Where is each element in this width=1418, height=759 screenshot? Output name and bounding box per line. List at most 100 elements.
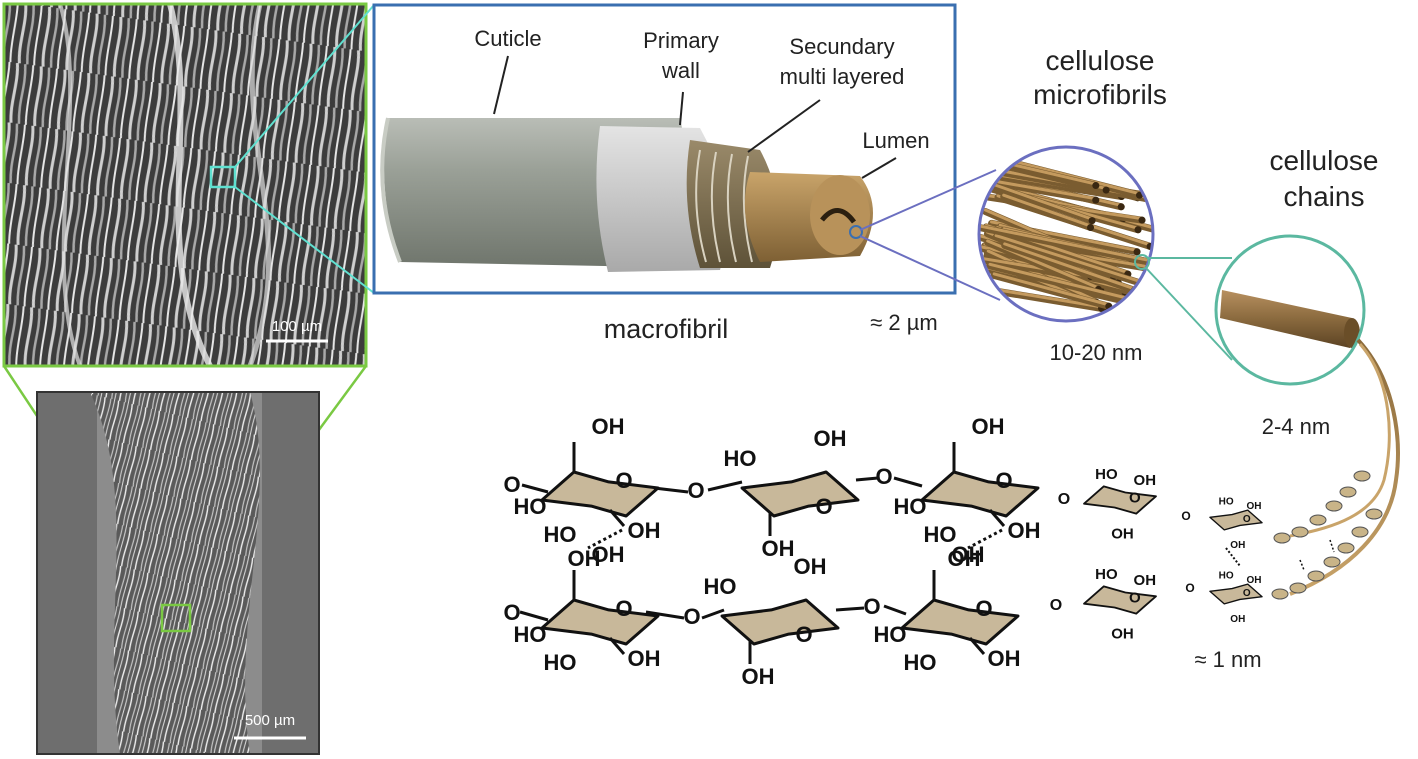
microfibril-rod-end — [1141, 281, 1149, 289]
atom-label: OH — [948, 546, 981, 571]
label-secondary-1: Secundary — [789, 34, 894, 59]
chains-size: 2-4 nm — [1262, 414, 1330, 439]
atom-label: HO — [1219, 571, 1234, 582]
macrofibril-panel: Cuticle Primary wall Secundary multi lay… — [372, 3, 957, 295]
atom-label: OH — [1230, 614, 1245, 625]
atom-label: O — [503, 472, 520, 497]
microfibril-rod-end — [1092, 196, 1100, 204]
atom-label: OH — [592, 542, 625, 567]
hydrogen-bond — [587, 528, 623, 550]
glucose-ring — [1083, 585, 1157, 615]
chain-tail — [1289, 338, 1400, 596]
label-cuticle: Cuticle — [474, 26, 541, 51]
atom-label: OH — [988, 646, 1021, 671]
atom-label: HO — [1095, 466, 1118, 483]
microfibril-rod-highlight — [999, 160, 1098, 186]
bond — [701, 608, 725, 620]
atom-label: O — [995, 468, 1012, 493]
microfibril-rod-end — [1149, 302, 1153, 310]
chain-bead — [1365, 508, 1383, 520]
atom-label: OH — [814, 426, 847, 451]
bond — [893, 476, 923, 488]
chain-bead — [1289, 582, 1307, 594]
atom-label: OH — [794, 554, 827, 579]
chain-rod — [1220, 290, 1352, 348]
atom-label: HO — [544, 650, 577, 675]
atom-label: HO — [1219, 497, 1234, 508]
chain-bead — [1271, 588, 1289, 600]
atom-label: OH — [1247, 501, 1262, 512]
leader-line — [679, 91, 684, 126]
sem-top-image — [4, 4, 366, 366]
microfibril-rod-end — [1125, 298, 1133, 306]
atom-label: OH — [762, 536, 795, 561]
connector-line — [234, 4, 375, 168]
leader-line — [493, 55, 509, 115]
bond — [653, 486, 689, 494]
microfibril-rod-highlight — [982, 179, 1094, 221]
chain-bead — [1351, 526, 1369, 538]
bond — [835, 606, 865, 612]
glucose-ring — [900, 598, 1020, 646]
atom-label: O — [1181, 509, 1190, 523]
chain-bead — [1323, 556, 1341, 568]
lumen-cavity — [820, 208, 857, 224]
atom-label: OH — [628, 646, 661, 671]
zoom-box-bottom — [160, 603, 192, 633]
chain-bead — [1273, 532, 1291, 544]
atom-label: OH — [1111, 625, 1134, 642]
atom-label: HO — [874, 622, 907, 647]
label-primary-wall-1: Primary — [643, 28, 719, 53]
atom-label: O — [1058, 491, 1070, 508]
chain-bead — [1353, 470, 1371, 482]
bond — [645, 610, 685, 620]
microfibril-rod-end — [1133, 248, 1141, 256]
atom-label: HO — [544, 522, 577, 547]
connector-line — [859, 235, 1001, 301]
bond — [707, 480, 743, 492]
microfibril-rod-end — [1138, 216, 1146, 224]
atom-label: HO — [704, 574, 737, 599]
microfibril-rod-end — [1102, 186, 1110, 194]
hydrogen-bond — [1299, 559, 1305, 571]
atom-label: O — [875, 464, 892, 489]
microfibril-rod-end — [1149, 196, 1153, 204]
microfibril-rod-highlight — [1003, 242, 1136, 291]
atom-label: O — [1243, 514, 1251, 525]
glucose-ring — [1209, 583, 1263, 605]
atom-label: HO — [1095, 566, 1118, 583]
bond — [608, 509, 626, 527]
glucose-ring — [920, 470, 1040, 518]
molecule-size: ≈ 1 nm — [1194, 647, 1261, 672]
connector-line — [859, 169, 997, 231]
chains-title-2: chains — [1284, 181, 1365, 212]
sem-top-border — [2, 2, 368, 368]
microfibrils-size: 10-20 nm — [1050, 340, 1143, 365]
atom-label: OH — [628, 518, 661, 543]
microfibrils-title-2: microfibrils — [1033, 79, 1167, 110]
atom-label: OH — [952, 542, 985, 567]
glucose-ring — [740, 470, 860, 518]
microfibril-rod-highlight — [1002, 193, 1092, 228]
microfibril-rod-highlight — [994, 234, 1147, 285]
macrofibril-size: ≈ 2 µm — [870, 310, 938, 335]
atom-label: O — [687, 478, 704, 503]
glucose-ring — [720, 598, 840, 646]
scalebar-label-top: 100 µm — [272, 318, 322, 335]
hydrogen-bond — [967, 528, 1003, 550]
microfibril-rod-end — [1086, 223, 1094, 231]
microfibril-panel — [977, 145, 1155, 323]
chains-title-1: cellulose — [1270, 145, 1379, 176]
sem-bottom-panel: 500 µm — [36, 391, 320, 755]
microfibril-rod-end — [1088, 217, 1096, 225]
microfibrils-title-1: cellulose — [1046, 45, 1155, 76]
connector-line — [1145, 267, 1233, 361]
atom-label: OH — [1008, 518, 1041, 543]
atom-label: O — [1050, 597, 1062, 614]
label-lumen: Lumen — [862, 128, 929, 153]
label-secondary-2: multi layered — [780, 64, 905, 89]
microfibril-rod-end — [1135, 191, 1143, 199]
atom-label: OH — [1134, 472, 1157, 489]
chain-panel — [1214, 234, 1366, 386]
